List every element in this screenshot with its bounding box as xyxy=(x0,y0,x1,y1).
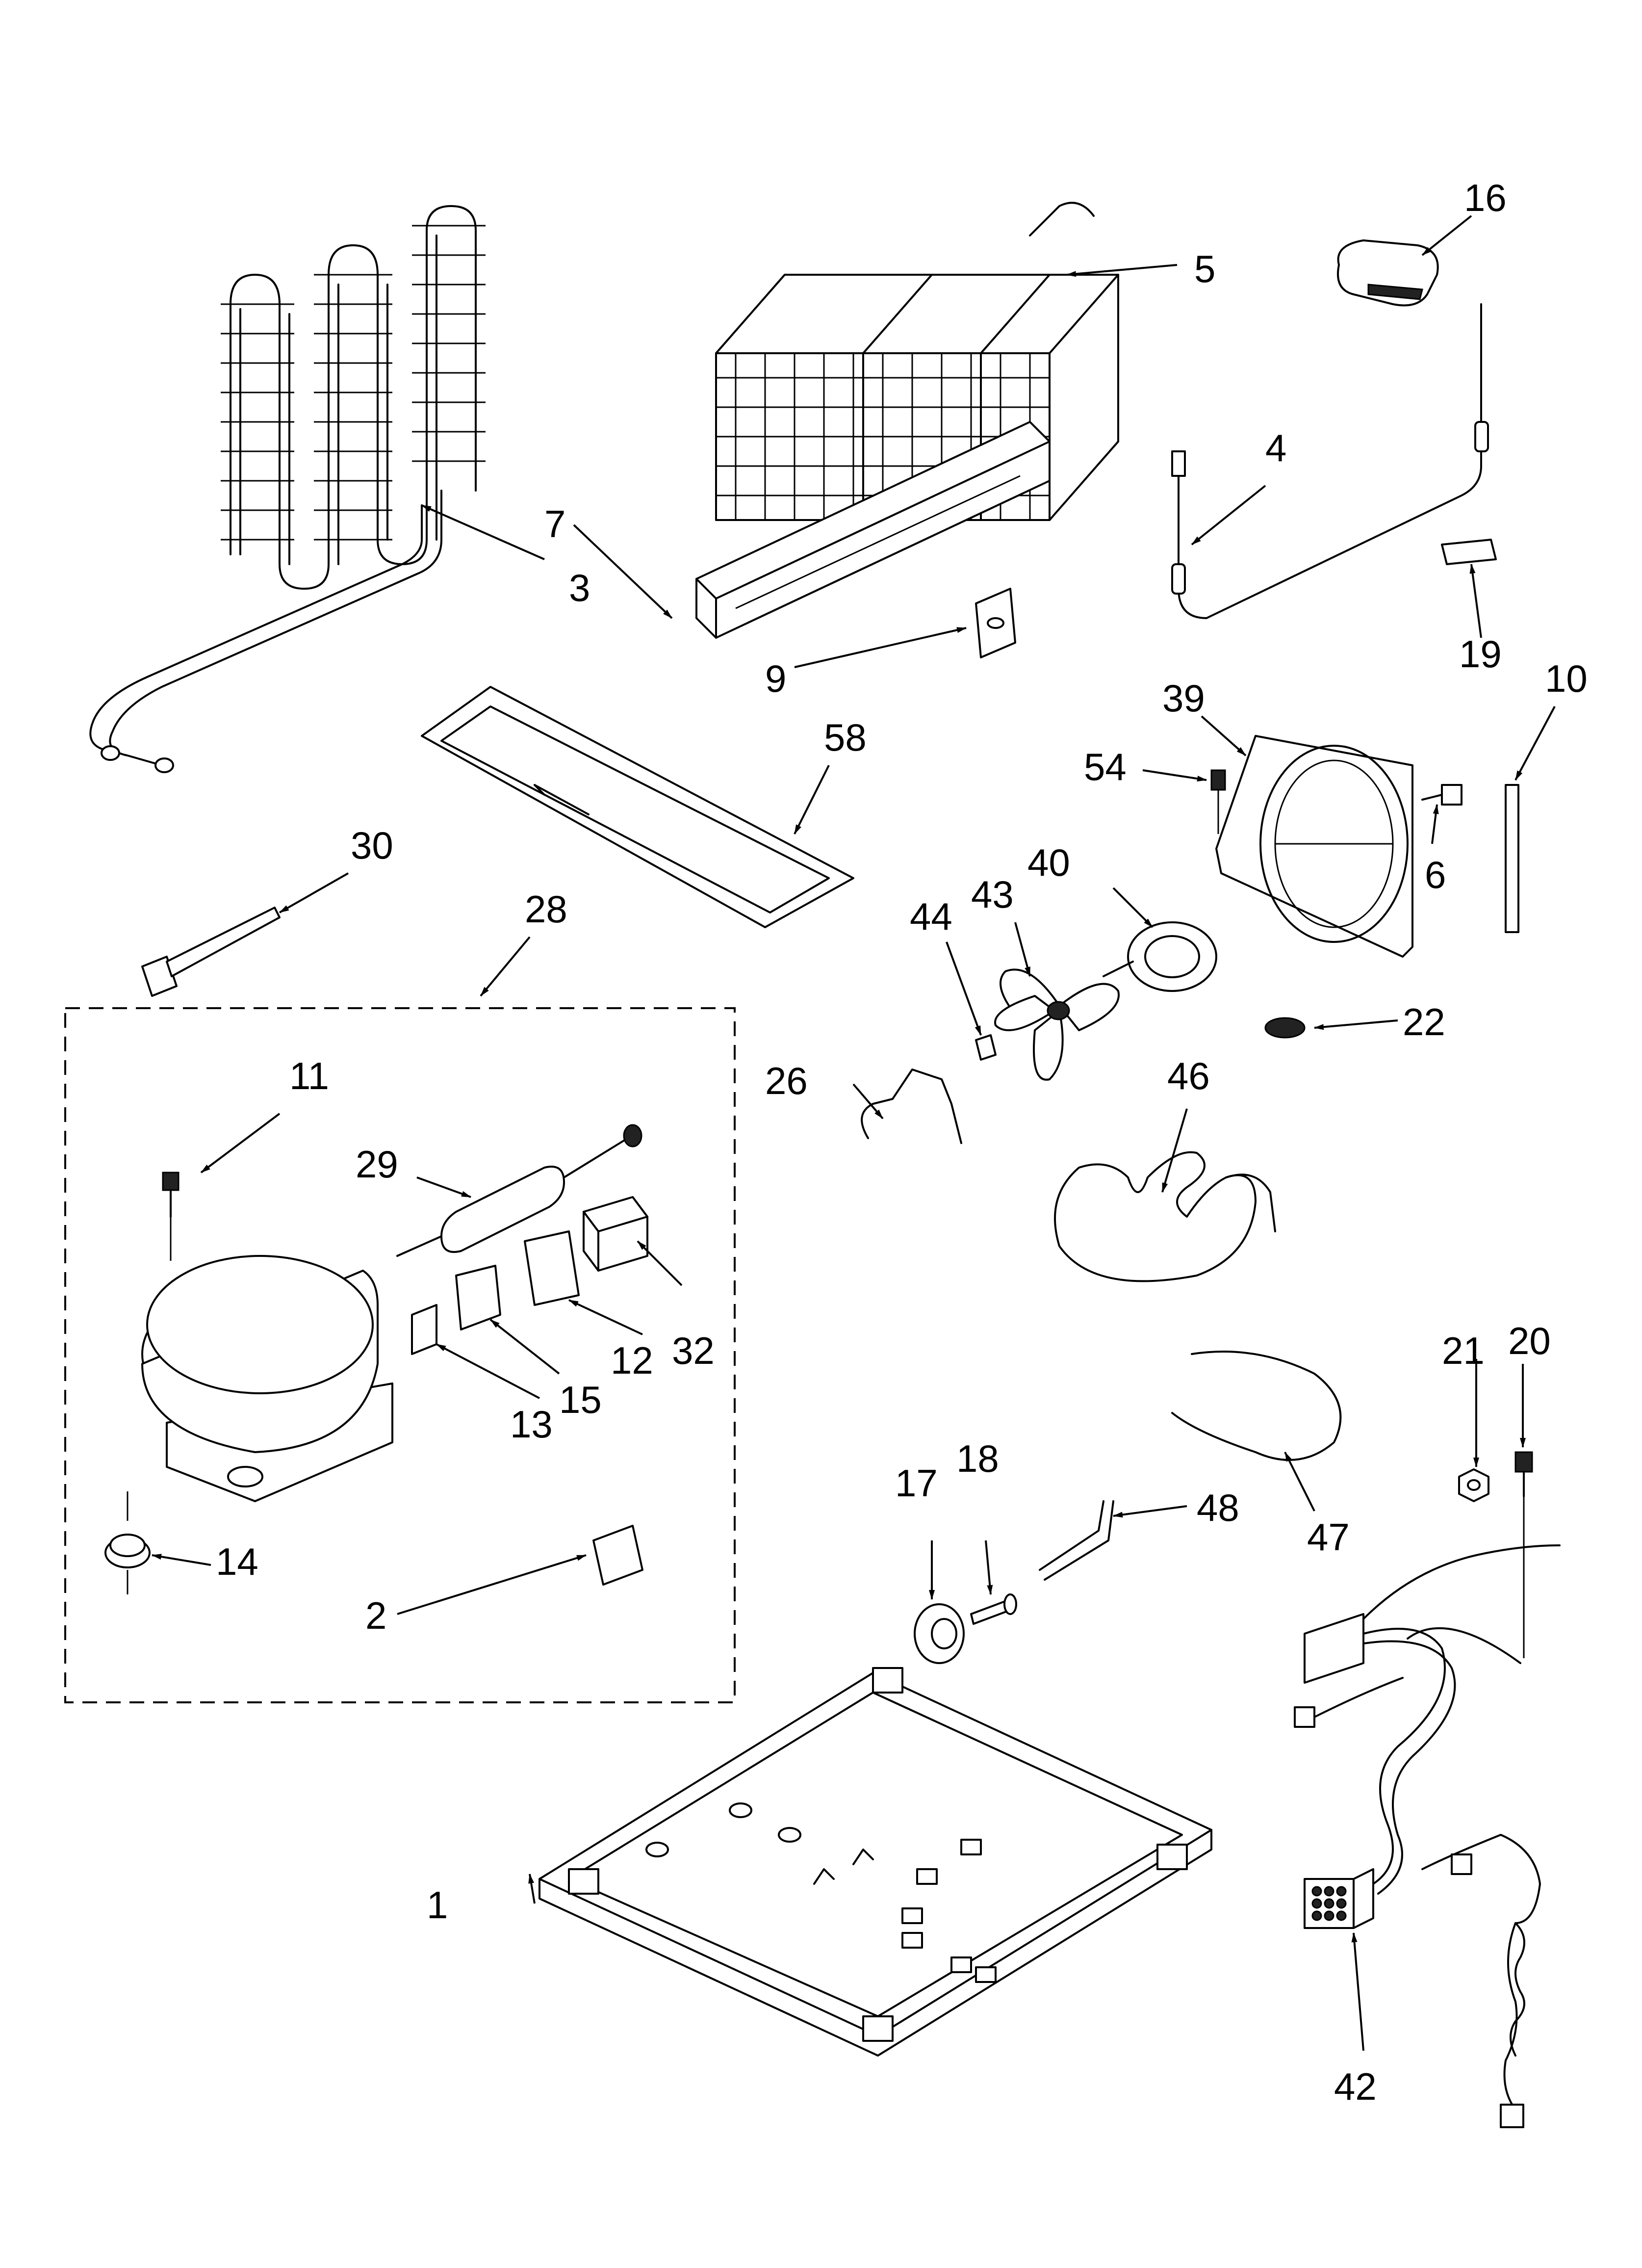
cover-cap xyxy=(1337,239,1439,307)
relay-12 xyxy=(524,1230,580,1306)
callout-26: 26 xyxy=(765,1059,808,1102)
callout-44: 44 xyxy=(910,895,952,938)
callout-16: 16 xyxy=(1464,176,1507,219)
hex-nut xyxy=(1458,1468,1489,1502)
mounting-screw xyxy=(162,1172,180,1261)
roller-wheel xyxy=(914,1603,965,1664)
rubber-grommet xyxy=(104,1491,151,1594)
callout-58: 58 xyxy=(824,716,867,759)
callout-46: 46 xyxy=(1167,1054,1210,1097)
axle-pin xyxy=(970,1593,1017,1625)
wire-harness xyxy=(1294,1544,1561,2128)
ground-screw xyxy=(1514,1451,1533,1658)
fan-shroud xyxy=(1215,735,1413,958)
callout-10: 10 xyxy=(1545,657,1588,700)
callout-43: 43 xyxy=(971,873,1014,916)
callout-13: 13 xyxy=(510,1403,553,1446)
clip-part xyxy=(975,588,1016,658)
callout-54: 54 xyxy=(1084,745,1127,788)
callout-21: 21 xyxy=(1442,1329,1485,1372)
overload-15 xyxy=(455,1265,501,1330)
callout-15: 15 xyxy=(559,1378,602,1421)
callout-12: 12 xyxy=(611,1339,653,1382)
terminal-block-2 xyxy=(592,1525,643,1586)
gasket-strip xyxy=(1505,784,1519,933)
drip-tray xyxy=(421,686,854,928)
compressor xyxy=(141,1255,393,1502)
callout-32: 32 xyxy=(672,1329,715,1372)
callout-20: 20 xyxy=(1508,1319,1551,1362)
callout-14: 14 xyxy=(216,1540,258,1583)
wire-spring xyxy=(861,1069,962,1144)
drain-trough xyxy=(695,421,1051,639)
capacitor-32 xyxy=(583,1196,648,1272)
thermistor-wire xyxy=(1171,303,1489,619)
callout-28: 28 xyxy=(525,887,567,931)
base-frame xyxy=(539,1667,1212,2057)
callout-labels: 1 2 3 4 5 6 7 9 10 11 12 13 14 15 16 17 … xyxy=(216,176,1588,2108)
callout-42: 42 xyxy=(1334,2065,1377,2108)
filter-drier xyxy=(396,1124,642,1257)
callout-7: 7 xyxy=(544,502,565,546)
condenser-coil xyxy=(89,205,486,773)
callout-2: 2 xyxy=(365,1594,386,1637)
terminal-13 xyxy=(411,1304,437,1355)
evaporator-coil xyxy=(715,202,1119,521)
retainer-clip xyxy=(1441,539,1497,565)
fan-bracket xyxy=(975,1034,997,1061)
callout-19: 19 xyxy=(1459,632,1502,676)
screw-6 xyxy=(1421,784,1462,806)
callout-4: 4 xyxy=(1265,426,1286,469)
screw-54 xyxy=(1210,769,1226,834)
callout-11: 11 xyxy=(289,1054,329,1097)
callout-5: 5 xyxy=(1194,247,1215,290)
callout-17: 17 xyxy=(895,1461,938,1505)
callout-40: 40 xyxy=(1027,841,1070,884)
fan-blade xyxy=(994,968,1120,1081)
callout-22: 22 xyxy=(1403,1000,1445,1043)
callout-9: 9 xyxy=(765,657,786,700)
leader-lines xyxy=(152,215,1556,2051)
callout-18: 18 xyxy=(956,1437,999,1480)
callout-39: 39 xyxy=(1162,677,1205,720)
callout-3: 3 xyxy=(569,566,590,609)
callout-1: 1 xyxy=(427,1883,448,1927)
cable-tie xyxy=(141,907,281,997)
callout-30: 30 xyxy=(351,824,393,867)
callout-29: 29 xyxy=(356,1143,398,1186)
compressor-assembly-box xyxy=(64,1007,736,1703)
fan-motor xyxy=(1103,921,1217,992)
callout-6: 6 xyxy=(1425,853,1446,896)
callout-47: 47 xyxy=(1307,1515,1350,1559)
tube-48 xyxy=(1039,1500,1114,1581)
callout-48: 48 xyxy=(1197,1486,1239,1529)
grommet xyxy=(1264,1017,1306,1039)
tube-47 xyxy=(1171,1351,1342,1461)
drain-tube xyxy=(1054,1151,1276,1282)
